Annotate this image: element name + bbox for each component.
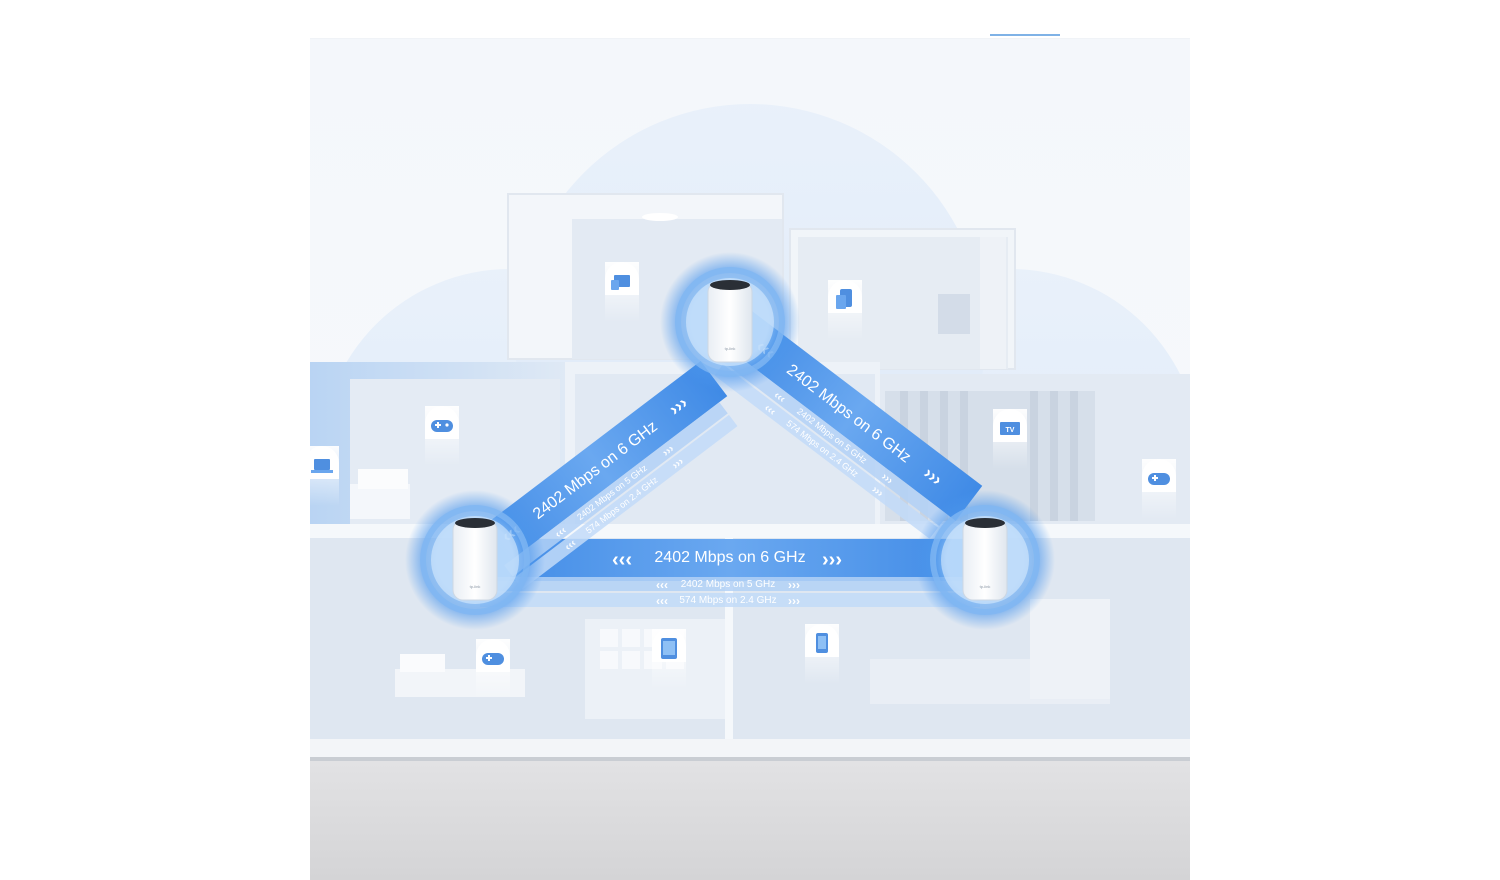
bottom-6ghz-label: 2402 Mbps on 6 GHz [654, 549, 805, 566]
bottom-24ghz-label: 574 Mbps on 2.4 GHz [679, 595, 776, 606]
laptop-icon [310, 446, 339, 506]
arrows-left: ‹‹‹ [656, 578, 668, 592]
arrows-right: ››› [788, 578, 800, 592]
arrows-left: ‹‹‹ [612, 549, 632, 571]
brand-mark: tp-link [470, 584, 481, 589]
gamepad-icon [425, 406, 459, 466]
mesh-routers: tp-link tp-link tp-link [405, 252, 1055, 630]
upper-left-link [469, 361, 738, 590]
brand-mark: tp-link [725, 346, 736, 351]
arrows-right: ››› [822, 549, 842, 571]
arrows-right: ››› [788, 594, 800, 608]
tablet-icon [652, 629, 686, 689]
router-right: tp-link [915, 490, 1055, 630]
phone-icon [805, 624, 839, 684]
phone-tablet-icon [828, 280, 862, 340]
gamepad-icon [1142, 459, 1176, 519]
router-top: tp-link [660, 252, 800, 392]
arrows-left: ‹‹‹ [656, 594, 668, 608]
mesh-links [469, 310, 985, 607]
upper-right-link [714, 310, 983, 539]
computer-icon [605, 262, 639, 322]
gamepad-icon [476, 639, 510, 699]
tv-icon: TV [993, 409, 1027, 469]
brand-mark: tp-link [980, 584, 991, 589]
top-divider [310, 38, 1190, 39]
product-image: TV [310, 39, 1190, 880]
router-left: tp-link [405, 490, 545, 630]
svg-text:TV: TV [1006, 427, 1015, 434]
ground-plane [310, 761, 1190, 880]
device-icons: TV [310, 262, 1176, 699]
active-tab-indicator [990, 34, 1060, 36]
bottom-5ghz-label: 2402 Mbps on 5 GHz [681, 579, 776, 590]
